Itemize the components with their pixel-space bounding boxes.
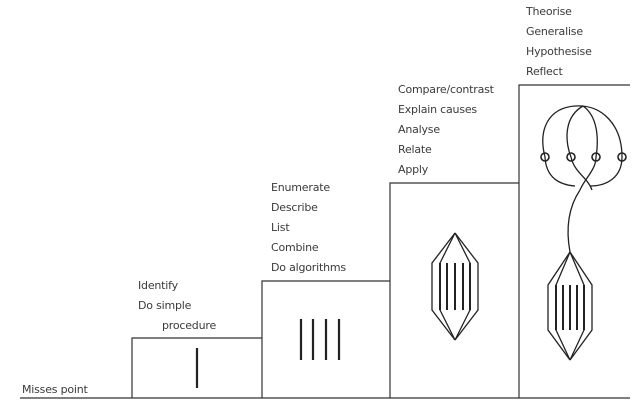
multistructural-glyph	[299, 319, 341, 360]
level-1-label: Identify Do simple procedure	[138, 276, 216, 336]
level-1-line: Identify	[138, 279, 178, 292]
level-3-line: Relate	[398, 143, 432, 156]
step-1	[131, 337, 262, 398]
step-2	[261, 280, 390, 398]
level-3-line: Analyse	[398, 123, 440, 136]
level-2-line: Enumerate	[271, 181, 330, 194]
level-2-label: Enumerate Describe List Combine Do algor…	[271, 178, 346, 278]
step-3	[389, 182, 519, 398]
level-0-label: Misses point	[22, 380, 88, 400]
level-3-line: Compare/contrast	[398, 83, 494, 96]
level-2-line: Do algorithms	[271, 261, 346, 274]
relational-glyph	[431, 232, 479, 341]
level-1-line: Do simple	[138, 299, 192, 312]
level-3-line: Explain causes	[398, 103, 477, 116]
level-4-label: Theorise Generalise Hypothesise Reflect	[526, 2, 592, 82]
level-4-line: Hypothesise	[526, 45, 592, 58]
level-3-label: Compare/contrast Explain causes Analyse …	[398, 80, 494, 180]
level-4-line: Generalise	[526, 25, 583, 38]
level-3-line: Apply	[398, 163, 429, 176]
level-2-line: List	[271, 221, 290, 234]
extended-abstract-glyph	[540, 105, 627, 361]
level-4-line: Theorise	[526, 5, 572, 18]
level-2-line: Combine	[271, 241, 319, 254]
level-0-line: Misses point	[22, 383, 88, 396]
level-1-line: procedure	[162, 319, 217, 332]
step-4	[518, 84, 630, 398]
level-4-line: Reflect	[526, 65, 563, 78]
level-2-line: Describe	[271, 201, 318, 214]
